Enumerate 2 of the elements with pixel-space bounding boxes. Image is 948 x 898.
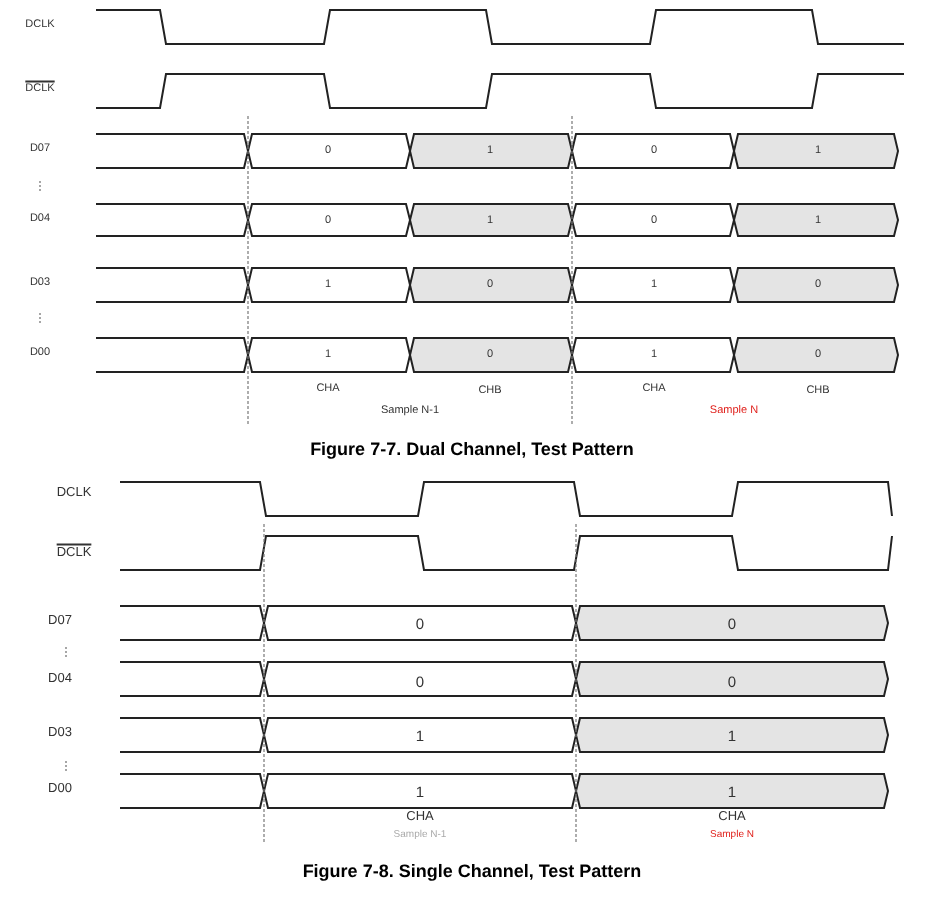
figure-caption: Figure 7-8. Single Channel, Test Pattern <box>302 863 642 881</box>
figure-caption: Figure 7-7. Dual Channel, Test Pattern <box>310 441 634 459</box>
